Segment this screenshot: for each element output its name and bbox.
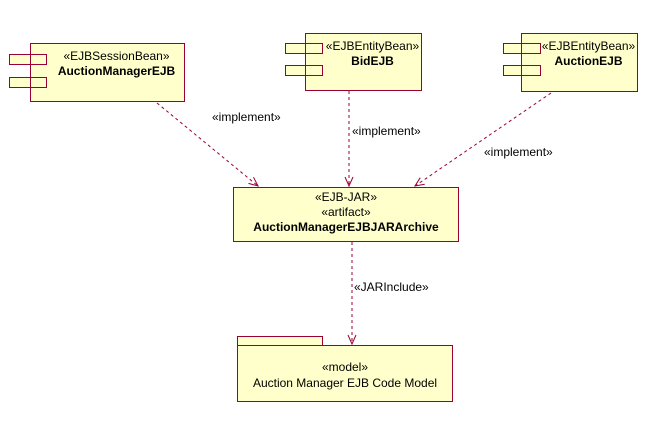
component-left-edge [521,33,522,92]
implement-edge-auction [413,92,552,187]
component-left-edge [30,43,31,102]
model-code-model[interactable]: «model» Auction Manager EJB Code Model [237,336,453,402]
component-tab-icon [9,54,47,65]
jar-include-label: «JARInclude» [354,280,429,294]
jar-include-edge [347,242,357,346]
component-body [521,33,638,92]
stereotype-label: «model» [321,360,369,374]
component-tab-icon [285,65,323,76]
component-name: BidEJB [351,54,394,68]
model-name: Auction Manager EJB Code Model [252,376,438,390]
implement-label-bid: «implement» [352,124,421,138]
component-name: AuctionManagerEJB [57,64,176,78]
component-body [30,43,185,102]
stereotype-label: «EJBSessionBean» [63,49,170,63]
stereotype-label: «EJB-JAR» [314,190,378,204]
stereotype-label: «EJBEntityBean» [325,39,420,53]
implement-label-auction: «implement» [484,145,553,159]
artifact-body [233,187,459,242]
artifact-name: AuctionManagerEJBJARArchive [253,220,439,234]
component-tab-icon [503,43,541,54]
artifact-ejb-jar-archive[interactable]: «EJB-JAR» «artifact» AuctionManagerEJBJA… [233,187,459,242]
component-auction-ejb[interactable]: «EJBEntityBean» AuctionEJB [503,33,639,92]
component-tab-icon [285,43,323,54]
implement-edge-auction-manager [156,102,259,187]
component-left-edge [305,33,306,91]
implement-label-auction-manager: «implement» [212,110,281,124]
component-tab-icon [503,65,541,76]
component-bid-ejb[interactable]: «EJBEntityBean» BidEJB [285,33,422,91]
package-body [237,345,453,402]
implement-edge-bid [344,91,354,188]
stereotype-label: «artifact» [321,205,371,219]
stereotype-label: «EJBEntityBean» [541,39,636,53]
component-tab-icon [9,77,47,88]
component-auction-manager-ejb[interactable]: «EJBSessionBean» AuctionManagerEJB [9,43,185,102]
component-name: AuctionEJB [554,54,623,68]
